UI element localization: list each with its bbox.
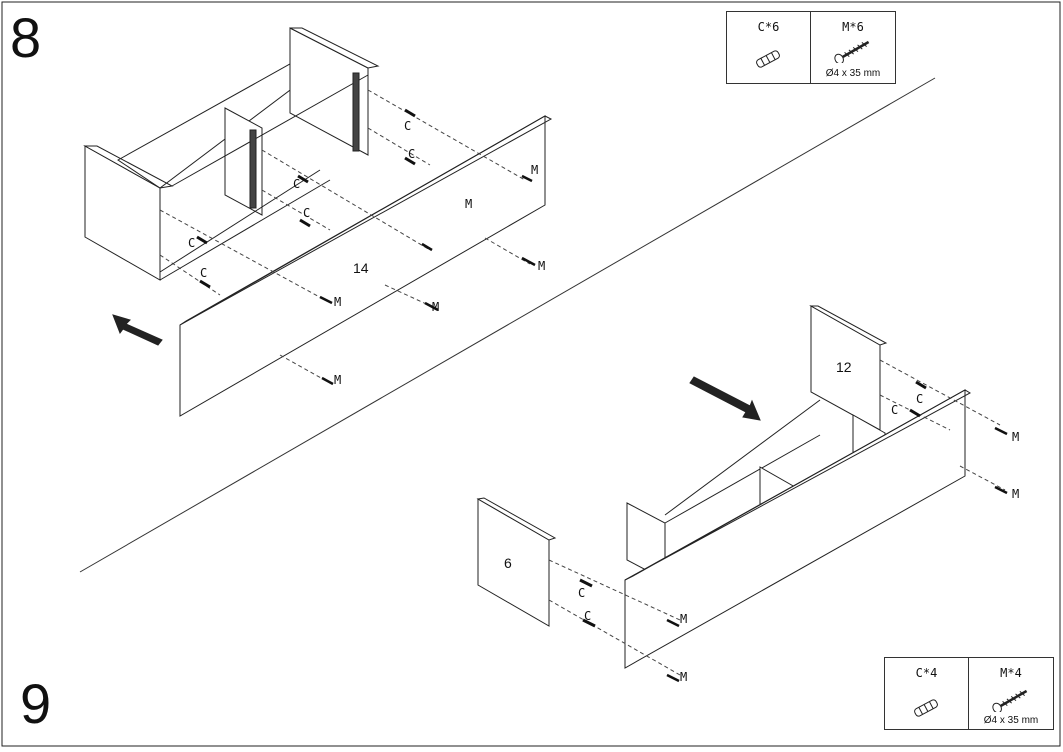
callout-m: M: [334, 373, 341, 387]
hardware-cell-dowel: C*4: [885, 658, 969, 729]
back-panel-12-edge: [809, 305, 888, 346]
callout-m: M: [680, 670, 687, 684]
hardware-cell-screw: M*4 Ø4 x 35 mm: [969, 658, 1053, 729]
step-9-screws: [666, 426, 1008, 683]
part-number-6: 6: [504, 555, 512, 571]
step-8-callout-labels: C C C C C C M M M M M M 14: [188, 119, 545, 387]
callout-c: C: [404, 119, 411, 133]
bottom-shelf-line: [159, 179, 331, 281]
side-panel-6-edge: [476, 497, 557, 541]
step-9-drawing: [476, 305, 1008, 683]
callout-m: M: [680, 612, 687, 626]
callout-c: C: [188, 236, 195, 250]
hardware-label: M*4: [1000, 666, 1022, 680]
dowel-icon: [756, 50, 780, 68]
step-9-direction-arrow: [689, 376, 761, 421]
callout-m: M: [465, 197, 472, 211]
step-divider-line: [79, 77, 936, 573]
callout-m: M: [1012, 487, 1019, 501]
cabinet-top-edge: [664, 434, 821, 524]
step-8-hardware-box: C*6 M*6 Ø4 x 35 mm: [726, 11, 896, 84]
step-9-callout-labels: C C C C M M M M 12 6: [504, 359, 1019, 684]
step-number-9: 9: [20, 672, 52, 735]
step-9-dowels: [579, 380, 927, 628]
part-number-14: 14: [353, 260, 369, 276]
callout-m: M: [432, 300, 439, 314]
callout-c: C: [578, 586, 585, 600]
hardware-cell-dowel: C*6: [727, 12, 811, 83]
hinge-rail-middle: [249, 129, 257, 209]
callout-c: C: [200, 266, 207, 280]
callout-c: C: [293, 177, 300, 191]
bottom-shelf-line-2: [159, 169, 321, 273]
screw-icon: [834, 40, 870, 63]
hinge-rail-right: [352, 72, 360, 152]
callout-c: C: [584, 609, 591, 623]
callout-c: C: [891, 403, 898, 417]
top-shelf-line: [171, 74, 369, 187]
screw-dimension: Ø4 x 35 mm: [983, 715, 1039, 726]
callout-m: M: [531, 163, 538, 177]
dowel-icon: [914, 699, 938, 717]
step-8-direction-arrow: [112, 314, 163, 346]
front-panel-14-edge: [179, 115, 553, 326]
callout-c: C: [303, 206, 310, 220]
hardware-label: C*4: [915, 666, 938, 680]
step-9-hardware-box: C*4 M*4 Ø4 x 35 mm: [884, 657, 1054, 730]
step-number-8: 8: [10, 6, 42, 69]
callout-m: M: [1012, 430, 1019, 444]
cabinet-back-edge: [664, 399, 821, 516]
callout-m: M: [334, 295, 341, 309]
step-8-dowels: [196, 108, 416, 289]
screw-icon: [992, 689, 1028, 712]
hardware-label: M*6: [842, 20, 864, 34]
step-8-screws: [319, 174, 536, 386]
step-9-guide-lines: [548, 359, 1006, 676]
callout-c: C: [916, 392, 923, 406]
callout-c: C: [408, 147, 415, 161]
part-number-12: 12: [836, 359, 852, 375]
front-panel: [624, 389, 966, 669]
step-8-drawing: [83, 27, 553, 417]
front-panel-edge: [624, 389, 972, 581]
screw-dimension: Ø4 x 35 mm: [825, 68, 881, 79]
hardware-label: C*6: [757, 20, 780, 34]
right-side-panel-edge: [289, 27, 380, 69]
callout-m: M: [538, 259, 545, 273]
hardware-cell-screw: M*6 Ø4 x 35 mm: [811, 12, 895, 83]
